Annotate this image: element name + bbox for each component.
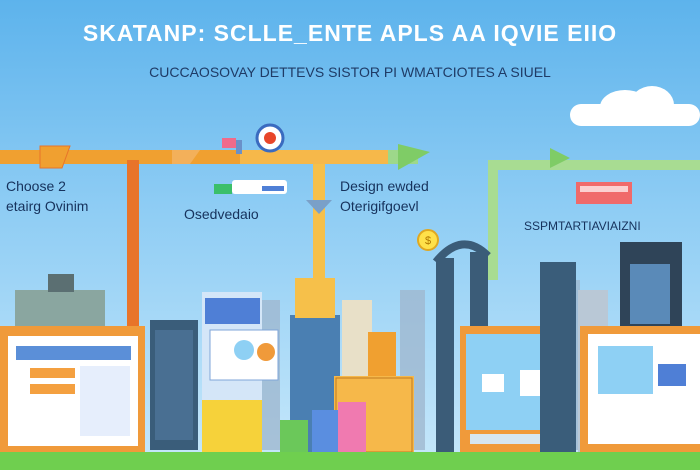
- location-pin-icon: [255, 123, 285, 153]
- step-3-label: Design ewded Oterigifgoevl: [340, 176, 429, 216]
- page-title: SKATANP: SCLLE_ENTE APLS AA IQVIE EIIO: [82, 20, 618, 46]
- step-3-label-line1: Design ewded: [340, 178, 429, 194]
- dollar-coin-icon: $: [417, 229, 439, 251]
- step-2-label: Osedvedaio: [184, 206, 259, 222]
- badge-icon: [576, 182, 632, 204]
- step-1-label-line2: etairg Ovinim: [6, 198, 89, 214]
- arrow-marker: [550, 148, 570, 168]
- step-1-label-line1: Choose 2: [6, 178, 66, 194]
- page-subtitle: CUCCAOSOVAY DETTEVS SISTOR PI WMATCIOTES…: [149, 64, 551, 80]
- tower-dark: [150, 320, 198, 450]
- arrow-marker: [306, 200, 332, 214]
- arrow-marker: [172, 150, 200, 164]
- step-1-label: Choose 2 etairg Ovinim: [6, 176, 88, 216]
- arrow-marker: [398, 144, 430, 170]
- pipe-network: [0, 144, 700, 330]
- building-screen-far-right: [580, 326, 700, 452]
- step-4-label: SSPMTARTIAVIAIZNI: [524, 219, 641, 233]
- arrow-marker: [39, 145, 71, 169]
- svg-text:$: $: [425, 235, 431, 247]
- small-shops: [280, 402, 366, 452]
- ground-strip: [0, 452, 700, 470]
- building-screen-center: [202, 292, 279, 452]
- flag-icon: [222, 138, 242, 154]
- building-left: [0, 274, 145, 452]
- cloud-icon: [570, 86, 700, 126]
- step-3-label-line2: Oterigifgoevl: [340, 198, 419, 214]
- monitor-icon: [214, 180, 287, 194]
